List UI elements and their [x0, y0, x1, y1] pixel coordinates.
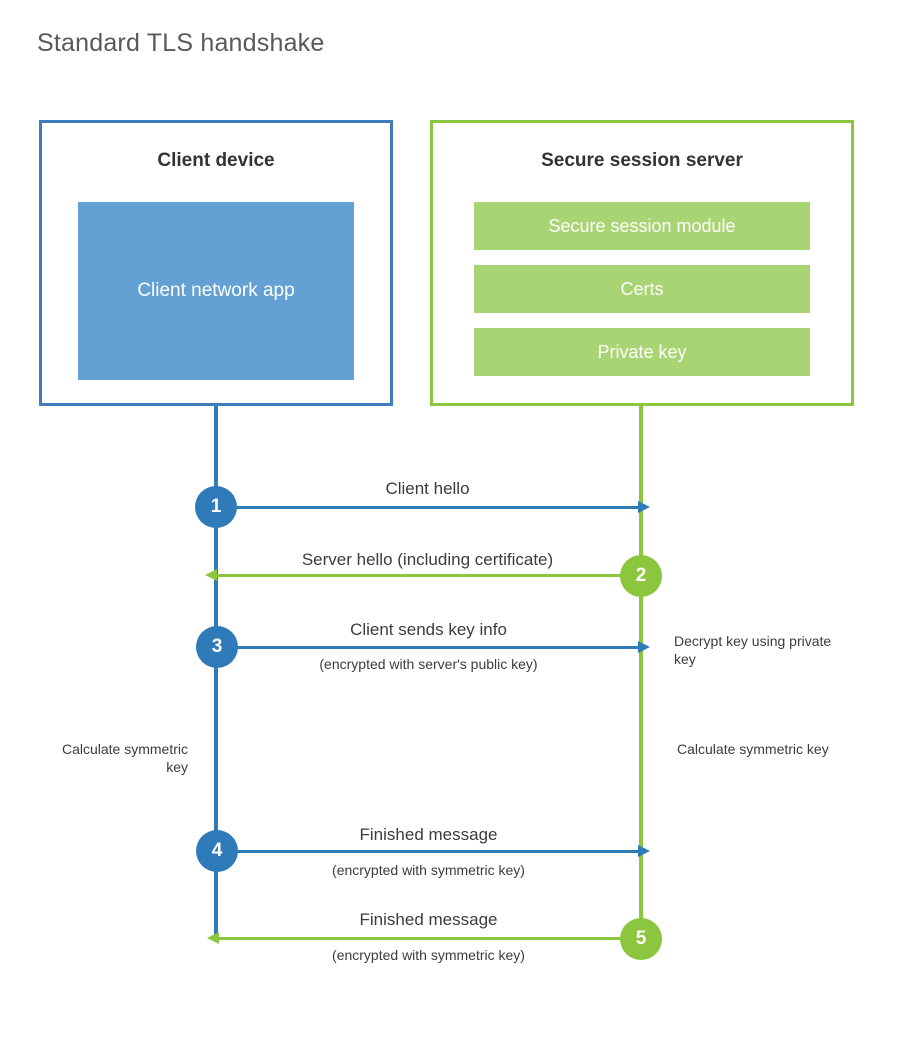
client-device-box: Client device Client network app [39, 120, 393, 406]
server-lifeline [639, 406, 643, 939]
message-label-2: Server hello (including certificate) [301, 550, 554, 569]
server-bar-certs: Certs [474, 265, 810, 313]
annotation-client-calculate-symmetric-key: Calculate symmetric key [61, 741, 188, 776]
arrow-head-right-icon [638, 641, 650, 653]
message-arrow-4 [218, 845, 650, 857]
message-sublabel-5: (encrypted with symmetric key) [332, 947, 525, 963]
message-label-4: Finished message [359, 825, 498, 844]
client-lifeline [214, 406, 218, 940]
step-circle-4: 4 [196, 830, 238, 872]
message-sublabel-4: (encrypted with symmetric key) [332, 862, 525, 878]
message-arrow-5 [207, 932, 639, 944]
arrow-head-right-icon [638, 501, 650, 513]
secure-session-server-title: Secure session server [541, 150, 743, 171]
message-label-5: Finished message [359, 910, 498, 929]
step-circle-2: 2 [620, 555, 662, 597]
client-device-title: Client device [157, 150, 275, 171]
server-bar-secure-session-module: Secure session module [474, 202, 810, 250]
arrow-head-left-icon [207, 932, 219, 944]
page-title: Standard TLS handshake [37, 29, 325, 57]
secure-session-server-box: Secure session server Secure session mod… [430, 120, 854, 406]
message-arrow-2 [205, 569, 639, 581]
step-circle-3: 3 [196, 626, 238, 668]
arrow-head-right-icon [638, 845, 650, 857]
message-arrow-1 [216, 501, 650, 513]
message-arrow-3 [218, 641, 650, 653]
server-bar-private-key: Private key [474, 328, 810, 376]
message-label-1: Client hello [385, 479, 470, 498]
message-sublabel-3: (encrypted with server's public key) [319, 656, 538, 672]
step-circle-5: 5 [620, 918, 662, 960]
step-circle-1: 1 [195, 486, 237, 528]
annotation-decrypt-key: Decrypt key using private key [674, 633, 832, 668]
annotation-server-calculate-symmetric-key: Calculate symmetric key [677, 741, 829, 757]
client-network-app-block: Client network app [78, 202, 354, 380]
message-label-3: Client sends key info [350, 620, 507, 639]
arrow-head-left-icon [205, 569, 217, 581]
